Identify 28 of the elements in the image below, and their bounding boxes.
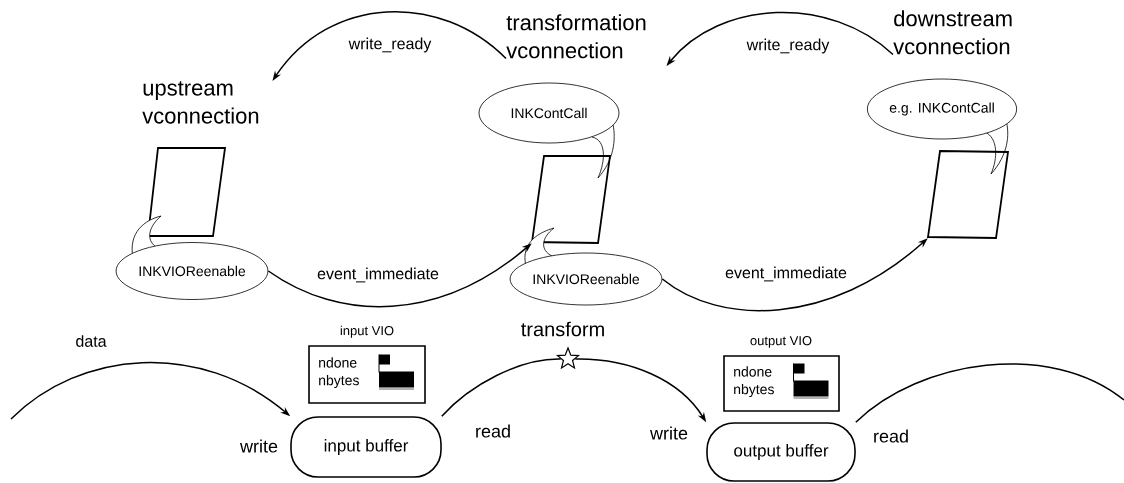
edge-label: write_ready	[745, 37, 831, 55]
curved-line	[855, 363, 1124, 423]
curved-line	[441, 358, 562, 417]
side-label: write	[649, 426, 688, 440]
heading: transformation vconnection	[506, 14, 646, 59]
side-label: transform	[521, 321, 604, 337]
box-heading: output VIO	[750, 336, 812, 348]
field-label: ndone	[734, 366, 772, 377]
box-heading: input VIO	[340, 325, 394, 338]
edge-label: event_immediate	[724, 265, 848, 283]
heading: downstream vconnection	[893, 10, 1012, 55]
speech-bubble: INKVIOReenable	[509, 227, 663, 306]
edge-label: data	[74, 334, 108, 348]
edge-label: write_ready	[347, 36, 433, 54]
edge-label: event_immediate	[316, 266, 440, 284]
speech-bubble: INKVIOReenable	[115, 215, 269, 300]
field-label: nbytes	[734, 384, 774, 398]
field-label: ndone	[319, 357, 357, 368]
heading: upstream vconnection	[142, 81, 259, 124]
field-label: nbytes	[319, 375, 359, 389]
buffer-box: output buffer	[706, 422, 856, 482]
buffer-box: input buffer	[290, 416, 442, 478]
parallelogram	[147, 147, 227, 237]
side-label: write	[239, 439, 278, 453]
speech-bubble: e.g. INKContCall	[866, 78, 1018, 175]
speech-bubble: INKContCall	[478, 82, 620, 179]
side-label: read	[476, 424, 510, 438]
side-label: read	[874, 429, 908, 443]
